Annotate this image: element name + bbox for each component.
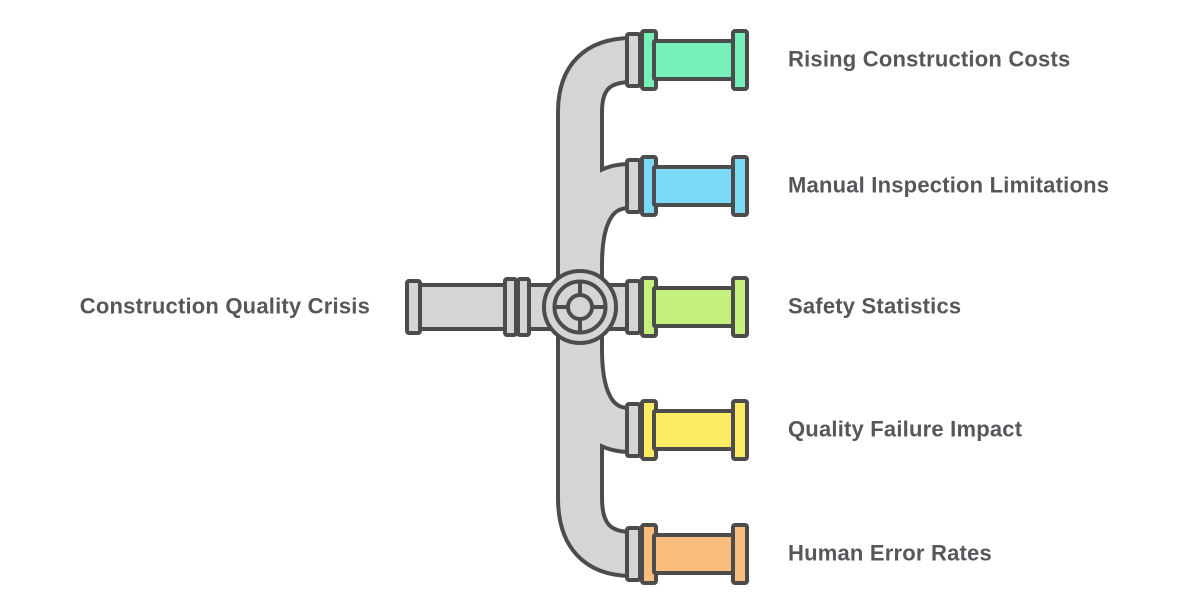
branch-label-rising-construction-costs: Rising Construction Costs	[788, 46, 1071, 72]
pipe-body	[652, 409, 737, 451]
pipe-end-flange	[731, 29, 749, 91]
pipe-end-flange	[731, 523, 749, 585]
branch-label-manual-inspection-limitations: Manual Inspection Limitations	[788, 172, 1110, 198]
valve-icon	[542, 269, 618, 345]
pipe-body	[652, 533, 737, 575]
branch-label-safety-statistics: Safety Statistics	[788, 293, 962, 319]
pipe-branch-quality-failure-impact	[625, 399, 749, 461]
pipe-flange	[503, 277, 518, 337]
pipe-coupler	[625, 32, 642, 88]
root-label: Construction Quality Crisis	[79, 293, 370, 319]
pipe-branch-safety-statistics	[625, 276, 749, 338]
pipe-body	[652, 165, 737, 207]
pipe-branch-manual-inspection-limitations	[625, 155, 749, 217]
pipe-body	[652, 39, 737, 81]
pipe-coupler	[625, 158, 642, 214]
pipe-coupler	[625, 526, 642, 582]
root-pipe	[405, 277, 531, 337]
pipe-end-flange	[731, 155, 749, 217]
pipe-coupler	[625, 402, 642, 458]
branch-label-quality-failure-impact: Quality Failure Impact	[788, 416, 1023, 442]
pipe-branch-rising-construction-costs	[625, 29, 749, 91]
pipe-body	[652, 286, 737, 328]
pipe-end-flange	[405, 279, 422, 335]
pipe-end-flange	[731, 399, 749, 461]
valve-hub	[566, 293, 594, 321]
pipe-flange	[516, 277, 531, 337]
pipe-branch-human-error-rates	[625, 523, 749, 585]
pipe-coupler	[625, 279, 642, 335]
pipe-end-flange	[731, 276, 749, 338]
branch-label-human-error-rates: Human Error Rates	[788, 540, 992, 566]
